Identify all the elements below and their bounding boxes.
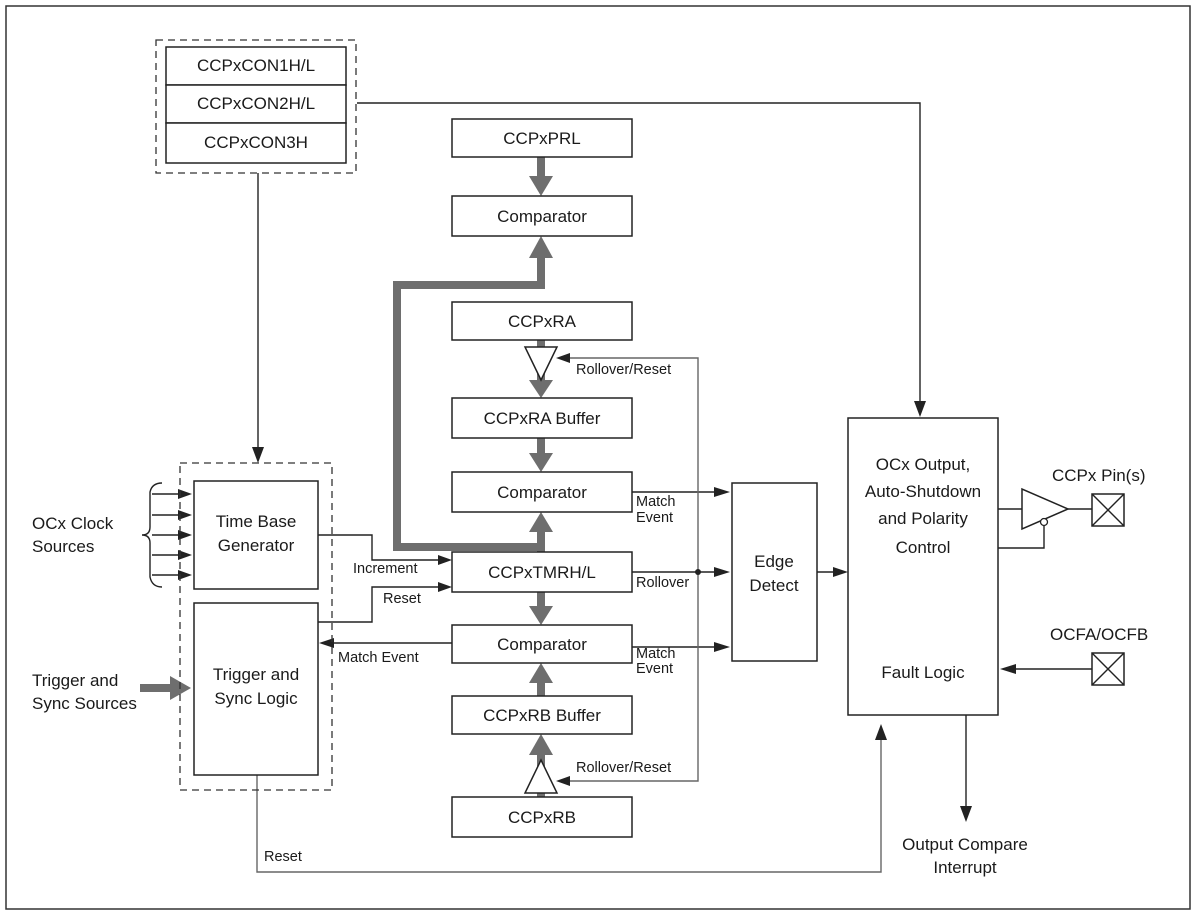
reg-ccpxcon3: CCPxCON3H <box>204 133 308 152</box>
svg-text:CCPxRA: CCPxRA <box>508 312 577 331</box>
svg-text:CCPxTMRH/L: CCPxTMRH/L <box>488 563 596 582</box>
label-match-event-a-1: Match <box>636 494 676 510</box>
label-rollover-reset-bottom: Rollover/Reset <box>576 760 671 776</box>
control-registers: CCPxCON1H/L CCPxCON2H/L CCPxCON3H <box>165 46 347 164</box>
label-match-event-trigger: Match Event <box>338 650 419 666</box>
svg-text:CCPxRA Buffer: CCPxRA Buffer <box>484 409 601 428</box>
svg-text:Comparator: Comparator <box>497 483 587 502</box>
ra-latch-triangle <box>523 346 559 382</box>
svg-text:Detect: Detect <box>749 576 798 595</box>
label-increment: Increment <box>353 561 417 577</box>
svg-text:CCPxRB Buffer: CCPxRB Buffer <box>483 706 601 725</box>
label-interrupt-1: Output Compare <box>902 835 1028 854</box>
svg-text:Trigger and: Trigger and <box>213 665 299 684</box>
clock-sources-brace <box>141 482 163 588</box>
svg-text:Time Base: Time Base <box>216 512 297 531</box>
block-edge-detect: Edge Detect <box>731 482 818 662</box>
block-trigger-sync-logic: Trigger and Sync Logic <box>193 602 319 776</box>
reg-ccpxcon2: CCPxCON2H/L <box>197 94 315 113</box>
label-ocfa-ocfb: OCFA/OCFB <box>1050 625 1148 644</box>
svg-text:Generator: Generator <box>218 536 295 555</box>
label-trigger-sources-2: Sync Sources <box>32 694 137 713</box>
rb-latch-triangle <box>523 758 559 794</box>
label-ccpx-pins: CCPx Pin(s) <box>1052 466 1146 485</box>
label-match-event-b-1: Match <box>636 646 676 662</box>
block-ccpxra: CCPxRA <box>451 301 633 341</box>
svg-text:CCPxRB: CCPxRB <box>508 808 576 827</box>
label-interrupt-2: Interrupt <box>933 858 997 877</box>
svg-text:Comparator: Comparator <box>497 635 587 654</box>
block-ocx-output-control: OCx Output, Auto-Shutdown and Polarity C… <box>847 417 999 716</box>
block-comparator-a: Comparator <box>451 471 633 513</box>
block-comparator-prl: Comparator <box>451 195 633 237</box>
label-clock-sources-2: Sources <box>32 537 94 556</box>
svg-text:Control: Control <box>896 538 951 557</box>
block-ccpxrb: CCPxRB <box>451 796 633 838</box>
label-rollover-reset-top: Rollover/Reset <box>576 362 671 378</box>
label-reset-tmr: Reset <box>383 591 421 607</box>
fault-logic-label: Fault Logic <box>881 663 965 682</box>
label-reset-bottom: Reset <box>264 849 302 865</box>
block-ccpxtmr: CCPxTMRH/L <box>451 551 633 593</box>
svg-text:CCPxPRL: CCPxPRL <box>503 129 580 148</box>
control-registers-group <box>155 39 357 174</box>
control-lines <box>152 102 1092 873</box>
timebase-trigger-group <box>179 462 333 791</box>
label-match-event-a-2: Event <box>636 510 673 526</box>
svg-text:Comparator: Comparator <box>497 207 587 226</box>
svg-text:Edge: Edge <box>754 552 794 571</box>
inversion-bubble-icon <box>1039 517 1049 527</box>
ccpx-pin-icon <box>1091 493 1125 527</box>
block-time-base-generator: Time Base Generator <box>193 480 319 590</box>
block-ccpxrb-buffer: CCPxRB Buffer <box>451 695 633 735</box>
label-trigger-sources-1: Trigger and <box>32 671 118 690</box>
block-ccpxprl: CCPxPRL <box>451 118 633 158</box>
svg-text:OCx Output,: OCx Output, <box>876 455 970 474</box>
label-rollover: Rollover <box>636 575 689 591</box>
reg-ccpxcon1: CCPxCON1H/L <box>197 56 315 75</box>
svg-text:and Polarity: and Polarity <box>878 509 968 528</box>
svg-text:Sync Logic: Sync Logic <box>214 689 298 708</box>
label-match-event-b-2: Event <box>636 661 673 677</box>
block-ccpxra-buffer: CCPxRA Buffer <box>451 397 633 439</box>
svg-text:Auto-Shutdown: Auto-Shutdown <box>865 482 981 501</box>
block-comparator-b: Comparator <box>451 624 633 664</box>
label-clock-sources-1: OCx Clock <box>32 514 114 533</box>
ocfa-ocfb-pin-icon <box>1091 652 1125 686</box>
